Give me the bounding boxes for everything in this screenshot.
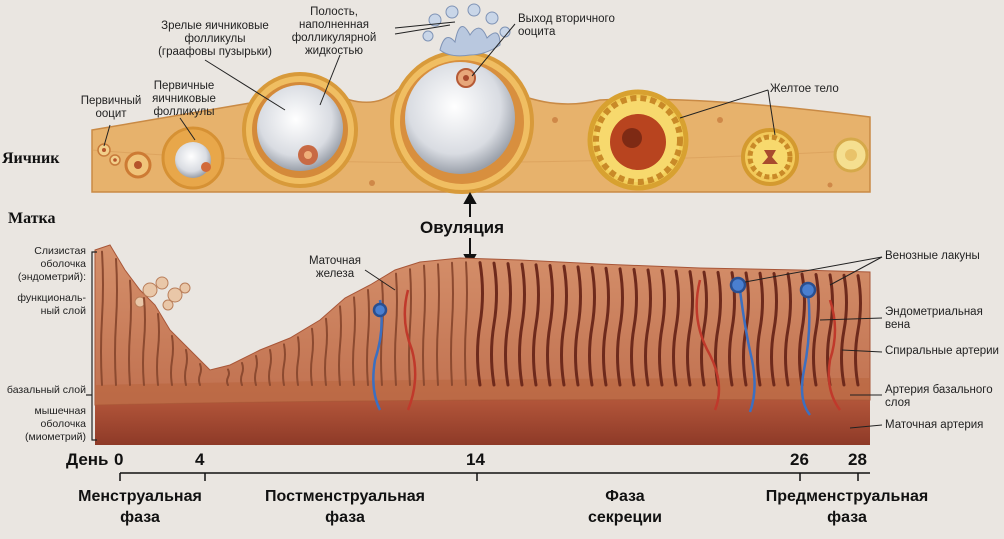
gland-crypt [784, 272, 792, 387]
gland-crypt [464, 261, 468, 386]
ovulation-label: Овуляция [420, 218, 505, 237]
gland-crypt [310, 327, 314, 386]
gland-crypt [268, 349, 272, 386]
ovary-label: Яичник [2, 150, 60, 167]
gland-crypt [574, 265, 582, 387]
day-tick-4: 4 [195, 450, 205, 469]
gland-crypt [198, 363, 202, 386]
endometrial-vein-label: Эндометриальная вена [885, 306, 983, 331]
endometrium-layer [94, 244, 871, 406]
gland-crypt [686, 270, 694, 387]
day-tick-26: 26 [790, 450, 809, 469]
gland-crypt [840, 273, 848, 387]
gland-crypt [296, 336, 300, 386]
gland-crypt [658, 268, 666, 387]
phase-menstrual: Менструальная фаза [78, 488, 202, 526]
gland-crypt [422, 264, 426, 386]
gland-crypt [408, 268, 412, 386]
leader-lines [103, 21, 883, 429]
gland-crypt [644, 268, 652, 387]
basal-layer-label: базальный слой [6, 384, 86, 396]
corpus-albicans [833, 137, 869, 173]
day-tick-28: 28 [848, 450, 867, 469]
phase-secretory: Фаза секреции [588, 488, 662, 526]
secondary-oocyte-exit-label: Выход вторичного ооцита [518, 13, 615, 38]
day-label: День [66, 450, 109, 469]
gland-crypt [240, 362, 244, 386]
follicular-cavity-label: Полость, наполненная фолликулярной жидко… [291, 6, 377, 57]
gland-crypt [812, 272, 820, 387]
uterine-artery-label: Маточная артерия [885, 419, 984, 431]
functional-layer-label: функциональ- ный слой [17, 292, 86, 317]
gland-crypt [366, 289, 370, 386]
phase-premenstrual: Предменструальная фаза [765, 488, 929, 526]
mature-follicle [242, 72, 358, 188]
mucosa-label: Слизистая оболочка (эндометрий): [17, 245, 86, 283]
gland-crypt [450, 261, 454, 386]
gland-crypt [616, 267, 624, 387]
corpus-luteum-label: Желтое тело [770, 83, 839, 95]
gland-crypt [672, 269, 680, 387]
gland-crypt [588, 266, 596, 387]
gland-crypt [324, 317, 328, 386]
day-tick-0: 0 [114, 450, 124, 469]
gland-crypt [532, 263, 540, 387]
day-tick-14: 14 [466, 450, 485, 469]
gland-crypt [546, 264, 554, 387]
uterus-label: Матка [8, 210, 56, 227]
gland-crypt [518, 262, 526, 387]
gland-crypt [756, 271, 764, 387]
gland-crypt [630, 267, 638, 387]
gland-crypt [854, 274, 862, 387]
phase-postmenstrual: Постменструальная фаза [265, 488, 425, 526]
gland-crypt [560, 264, 568, 387]
myometrium-layer [95, 399, 870, 445]
gland-crypt [254, 355, 258, 386]
gland-crypt [770, 271, 778, 387]
spiral-arteries-label: Спиральные артерии [885, 345, 999, 357]
gland-crypt [700, 270, 708, 387]
primary-oocyte-label: Первичный ооцит [80, 95, 142, 120]
gland-crypt [436, 263, 440, 386]
primary-oocyte-group [97, 143, 152, 179]
gland-crypt [476, 261, 484, 387]
corpus-luteum-medium [741, 128, 799, 186]
shedding-tissue [134, 276, 191, 311]
gland-crypt [282, 343, 286, 386]
gland-crypt [184, 349, 188, 386]
uterine-gland-label: Маточная железа [308, 255, 362, 280]
gland-crypt [352, 296, 356, 386]
muscular-layer-label: мышечная оболочка (миометрий) [24, 405, 86, 443]
primary-follicles-label: Первичные яичниковые фолликулы [152, 80, 216, 118]
gland-crypt [338, 305, 342, 386]
gland-crypt [490, 261, 498, 387]
gland-crypt [128, 279, 132, 386]
layer-bracket [86, 251, 97, 441]
gland-crypt [504, 262, 512, 387]
timeline-axis [119, 472, 870, 481]
ovulating-follicle [390, 3, 534, 194]
basal-artery-label: Артерия базального слоя [885, 384, 993, 409]
gland-crypt [142, 297, 146, 386]
gland-crypt [170, 335, 174, 386]
corpus-luteum-large [587, 89, 689, 191]
primary-follicle [161, 126, 225, 190]
mature-follicles-label: Зрелые яичниковые фолликулы (граафовы пу… [158, 20, 272, 58]
gland-crypt [602, 266, 610, 387]
blood-vessels [372, 276, 842, 416]
gland-crypt [156, 313, 160, 386]
gland-crypt [100, 250, 104, 386]
venous-lacunae-label: Венозные лакуны [885, 250, 980, 262]
gland-crypt [394, 272, 398, 386]
gland-crypt [226, 368, 230, 386]
gland-crypt [114, 258, 118, 386]
